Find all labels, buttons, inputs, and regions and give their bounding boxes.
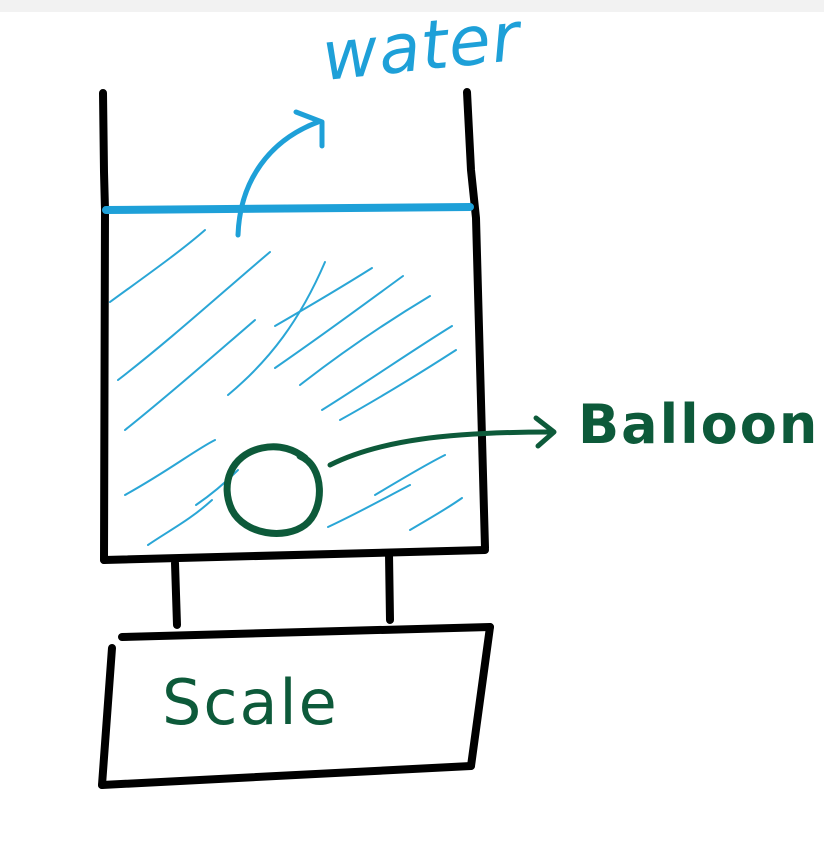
container-right-wall	[463, 88, 489, 552]
scale-box	[98, 623, 494, 789]
water-surface-line	[102, 203, 474, 214]
container-bottom	[100, 546, 489, 564]
water-label: water	[318, 0, 525, 97]
scale-label: Scale	[162, 666, 339, 739]
container-left-wall	[99, 89, 109, 564]
left-leg	[171, 559, 181, 629]
container	[99, 88, 489, 564]
right-leg	[385, 550, 394, 624]
balloon-circle	[223, 443, 323, 537]
container-legs	[171, 550, 394, 629]
top-strip	[0, 0, 824, 12]
water-hatching	[109, 229, 463, 546]
balloon-label: Balloon	[578, 393, 820, 456]
balloon-arrow	[327, 415, 557, 468]
water-arrow	[235, 109, 325, 238]
